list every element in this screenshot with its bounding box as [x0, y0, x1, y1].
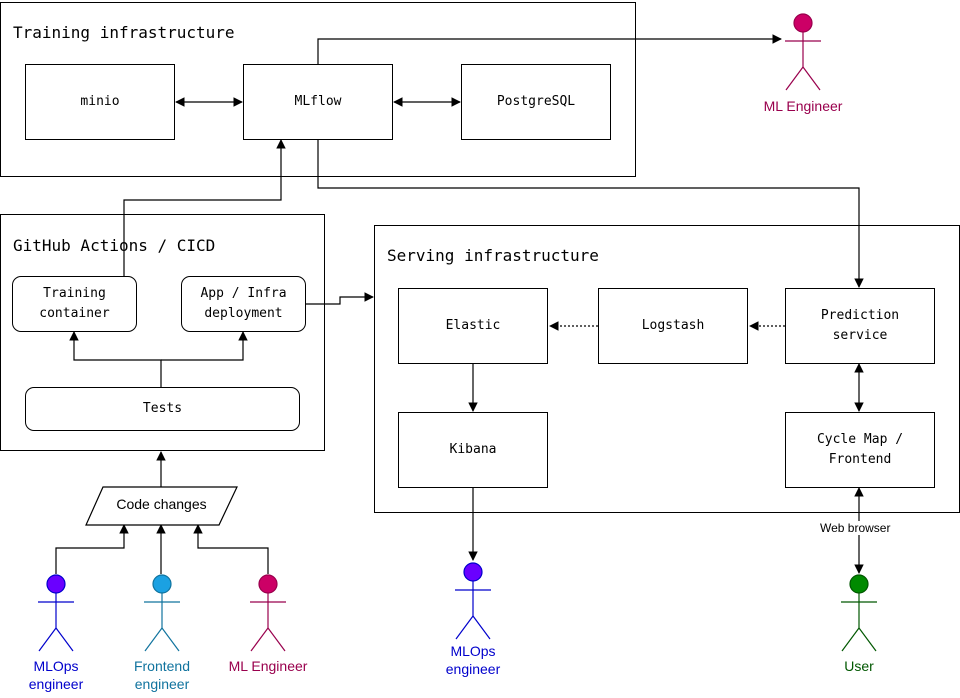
mlflow-node: MLflow [243, 64, 393, 140]
ml-engineer-bottom-icon [250, 574, 286, 652]
edge-mlengineer-code [193, 524, 269, 574]
prediction-service-label: Prediction service [820, 308, 900, 343]
edge-mlops-code [55, 524, 129, 574]
tests-node: Tests [25, 387, 300, 431]
edge-app-serving [306, 292, 374, 305]
code-changes-label: Code changes [116, 496, 207, 512]
logstash-label: Logstash [641, 318, 705, 333]
ml-engineer-bottom-label: ML Engineer [228, 658, 308, 674]
mlops-engineer-left-icon [38, 574, 74, 652]
edge-mlflow-ml-engineer [317, 34, 782, 64]
serving-infrastructure-title: Serving infrastructure [387, 246, 599, 265]
mlops-engineer-mid-icon [455, 562, 491, 640]
edge-tests-app [161, 331, 248, 361]
tests-label: Tests [142, 401, 183, 416]
kibana-label: Kibana [449, 442, 497, 457]
app-infra-deployment-node: App / Infra deployment [181, 276, 306, 332]
mlflow-label: MLflow [294, 94, 342, 109]
prediction-service-node: Prediction service [785, 288, 935, 364]
mlops-engineer-mid-label: MLOps engineer [445, 643, 501, 677]
frontend-engineer-icon [144, 574, 180, 652]
elastic-label: Elastic [445, 318, 501, 333]
kibana-node: Kibana [398, 412, 548, 488]
logstash-node: Logstash [598, 288, 748, 364]
cycle-map-frontend-node: Cycle Map / Frontend [785, 412, 935, 488]
cicd-title: GitHub Actions / CICD [13, 236, 216, 255]
ml-engineer-top-icon [785, 13, 821, 91]
cycle-map-frontend-label: Cycle Map / Frontend [816, 432, 904, 467]
training-container-node: Training container [12, 276, 137, 332]
minio-label: minio [80, 94, 120, 109]
training-container-label: Training container [39, 286, 110, 321]
user-label: User [844, 658, 874, 674]
training-infrastructure-title: Training infrastructure [13, 23, 235, 42]
edge-training-container-mlflow [123, 139, 286, 276]
frontend-engineer-label: Frontend engineer [133, 658, 191, 692]
postgresql-label: PostgreSQL [496, 94, 576, 109]
edge-mlflow-prediction [317, 140, 864, 288]
code-changes-shape [85, 486, 238, 526]
postgresql-node: PostgreSQL [461, 64, 611, 140]
edge-tests-training [69, 331, 162, 387]
web-browser-label: Web browser [818, 521, 893, 535]
ml-engineer-top-label: ML Engineer [763, 98, 843, 114]
app-infra-deployment-label: App / Infra deployment [200, 286, 287, 321]
mlops-engineer-left-label: MLOps engineer [28, 658, 84, 692]
elastic-node: Elastic [398, 288, 548, 364]
minio-node: minio [25, 64, 175, 140]
user-icon [841, 574, 877, 652]
